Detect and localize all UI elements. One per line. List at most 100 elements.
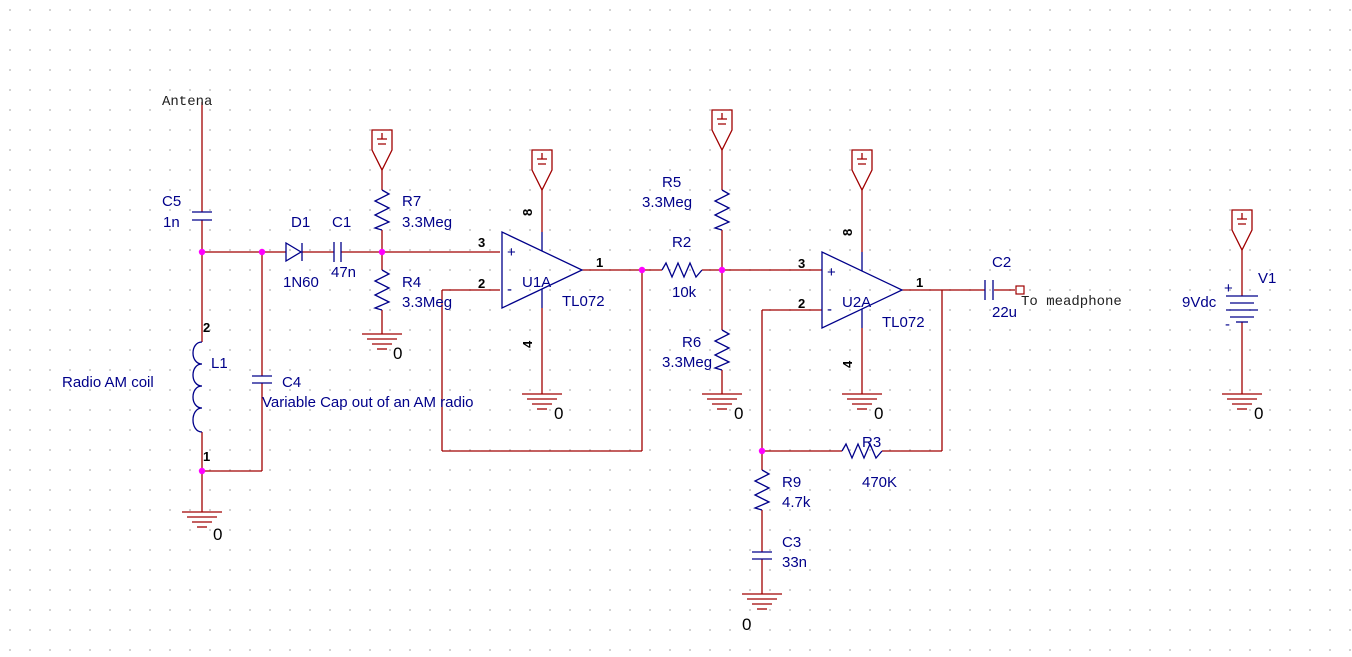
ground-icon [182,500,222,528]
r4-value: 3.3Meg [402,294,452,311]
capacitor-c3[interactable]: C3 33n [752,534,807,571]
l1-pin-2: 2 [203,320,210,335]
c2-value: 22u [992,304,1017,321]
u2-value: TL072 [882,314,925,331]
power-flag-icon [531,149,553,192]
r7-value: 3.3Meg [402,214,452,231]
capacitor-c2[interactable]: C2 22u [984,254,1025,321]
ground-symbols: 0 0 0 0 [182,330,1263,634]
resistor-r5[interactable]: R5 3.3Meg [642,174,731,231]
v1-minus-sign: - [1225,316,1230,333]
junction-dot [718,266,726,274]
ground-label: 0 [874,404,883,423]
u1-pin-2: 2 [478,276,485,291]
r4-ref: R4 [402,274,421,291]
junction-dot [378,248,386,256]
wires [201,102,1243,590]
power-flag-icon [371,129,393,172]
junction-dot [638,266,646,274]
r3-ref: R3 [862,434,881,451]
r3-value: 470K [862,474,897,491]
resistor-r7[interactable]: R7 3.3Meg [373,189,452,231]
u1-pin-1: 1 [596,255,603,270]
ground-label: 0 [554,404,563,423]
junction-dot [758,447,766,455]
c3-value: 33n [782,554,807,571]
u2-ref: U2A [842,294,871,311]
opamp-u2a[interactable]: + - U2A TL072 3 2 1 8 4 [798,229,925,368]
junction-dot [258,248,266,256]
r6-ref: R6 [682,334,701,351]
capacitor-c1[interactable]: C1 47n [331,214,356,281]
u1-ref: U1A [522,274,551,291]
antenna-label: Antena [162,94,212,110]
r5-ref: R5 [662,174,681,191]
ground-label: 0 [734,404,743,423]
r5-value: 3.3Meg [642,194,692,211]
u1-pin-4: 4 [520,340,535,348]
power-flag-icon [851,149,873,192]
coil-description: Radio AM coil [62,374,154,391]
d1-ref: D1 [291,214,310,231]
c1-value: 47n [331,264,356,281]
ground-label: 0 [393,344,402,363]
u2-pin-8: 8 [840,229,855,236]
power-flags [371,109,1253,252]
battery-v1[interactable]: V1 9Vdc + - [1182,270,1276,333]
r2-value: 10k [672,284,697,301]
headphone-label: To meadphone [1021,294,1122,310]
power-flag-icon [1231,209,1253,252]
c5-ref: C5 [162,193,181,210]
inductor-l1[interactable]: L1 2 1 [192,320,228,464]
junction-dot [198,467,206,475]
ground-icon [362,330,402,350]
ground-icon [522,390,562,410]
resistor-r3[interactable]: R3 470K [841,434,897,491]
r7-ref: R7 [402,193,421,210]
power-flag-icon [711,109,733,152]
u2-minus-sign: - [827,301,832,318]
cap-description: Variable Cap out of an AM radio [262,394,474,411]
diode-d1[interactable]: D1 1N60 [283,214,319,291]
opamp-u1a[interactable]: + - U1A TL072 3 2 1 8 4 [478,209,605,348]
r6-value: 3.3Meg [662,354,712,371]
junctions [198,248,766,475]
junction-dot [198,248,206,256]
ground-icon [742,590,782,610]
ground-icon [842,390,882,410]
c4-ref: C4 [282,374,301,391]
resistor-r2[interactable]: R2 10k [661,234,703,301]
r9-value: 4.7k [782,494,811,511]
u1-pin-8: 8 [520,209,535,216]
r9-ref: R9 [782,474,801,491]
resistor-r6[interactable]: R6 3.3Meg [662,329,731,371]
l1-ref: L1 [211,355,228,372]
ground-label: 0 [1254,404,1263,423]
resistor-r4[interactable]: R4 3.3Meg [373,269,452,311]
ground-icon [702,390,742,410]
u2-pin-4: 4 [840,360,855,368]
v1-value: 9Vdc [1182,294,1217,311]
u2-pin-2: 2 [798,296,805,311]
c3-ref: C3 [782,534,801,551]
capacitor-c4[interactable]: C4 [252,374,301,391]
v1-plus-sign: + [1224,280,1233,297]
u1-pin-3: 3 [478,235,485,250]
l1-pin-1: 1 [203,449,210,464]
resistor-r9[interactable]: R9 4.7k [753,469,811,511]
d1-value: 1N60 [283,274,319,291]
u1-value: TL072 [562,293,605,310]
c1-ref: C1 [332,214,351,231]
v1-ref: V1 [1258,270,1276,287]
capacitor-c5[interactable]: C5 1n [162,193,212,231]
u2-plus-sign: + [827,264,836,281]
u2-pin-3: 3 [798,256,805,271]
u1-plus-sign: + [507,244,516,261]
ground-icon [1222,390,1262,410]
r2-ref: R2 [672,234,691,251]
c5-value: 1n [163,214,180,231]
c2-ref: C2 [992,254,1011,271]
ground-label: 0 [213,525,222,544]
